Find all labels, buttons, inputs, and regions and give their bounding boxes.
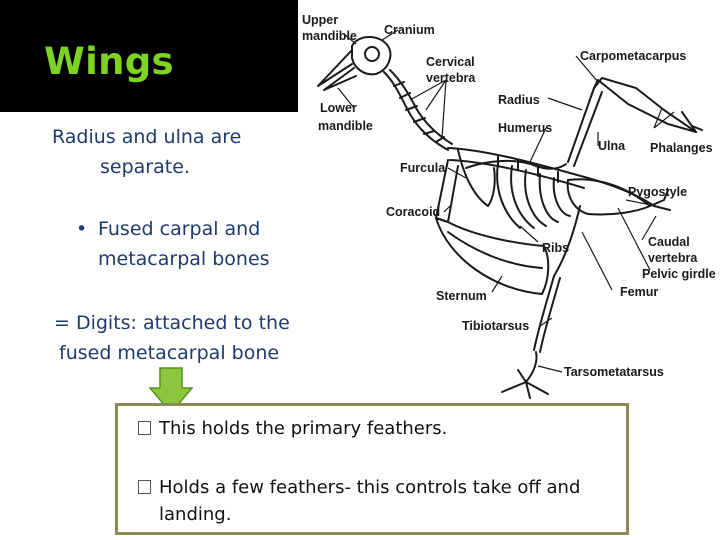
- callout-item1-text: This holds the primary feathers.: [159, 418, 448, 439]
- callout-item-primary: This holds the primary feathers.: [138, 415, 447, 442]
- digits-text: = Digits: attached to the fused metacarp…: [54, 308, 316, 368]
- label-humerus: Humerus: [498, 121, 552, 135]
- label-pygostyle: Pygostyle: [628, 185, 687, 199]
- label-cervical-1: Cervical: [426, 55, 475, 69]
- down-arrow-icon: [148, 367, 194, 415]
- label-cervical-2: vertebra: [426, 71, 476, 85]
- digits-line1: = Digits: attached to the: [54, 312, 290, 334]
- skeleton-drawing: [317, 36, 703, 399]
- label-ribs: Ribs: [542, 241, 569, 255]
- fused-bones-line1: Fused carpal and: [98, 218, 261, 240]
- label-upper-mandible-2: mandible: [302, 29, 357, 43]
- label-phalanges: Phalanges: [650, 141, 713, 155]
- label-upper-mandible-1: Upper: [302, 13, 338, 27]
- label-caudal-2: vertebra: [648, 251, 698, 265]
- label-carpometacarpus: Carpometacarpus: [580, 49, 686, 63]
- label-tarsometatarsus: Tarsometatarsus: [564, 365, 664, 379]
- diagram-labels: Upper mandible Cranium Cervical vertebra…: [302, 13, 716, 379]
- fused-bones-bullet: • Fused carpal and metacarpal bones: [76, 214, 306, 274]
- radius-ulna-line2: separate.: [100, 156, 190, 178]
- checkbox-glyph-icon: [138, 480, 151, 494]
- label-lower-mandible-1: Lower: [320, 101, 357, 115]
- leader-lines: [337, 29, 675, 373]
- label-sternum: Sternum: [436, 289, 487, 303]
- bullet-marker: •: [76, 218, 88, 240]
- callout-item2-line1: Holds a few feathers- this controls take…: [159, 477, 581, 498]
- label-ulna: Ulna: [598, 139, 626, 153]
- label-furcula: Furcula: [400, 161, 446, 175]
- label-pelvic-girdle: Pelvic girdle: [642, 267, 716, 281]
- label-radius: Radius: [498, 93, 540, 107]
- label-tibiotarsus: Tibiotarsus: [462, 319, 529, 333]
- label-lower-mandible-2: mandible: [318, 119, 373, 133]
- checkbox-glyph-icon: [138, 421, 151, 435]
- label-femur: Femur: [620, 285, 658, 299]
- bird-skeleton-diagram: Upper mandible Cranium Cervical vertebra…: [302, 13, 716, 399]
- radius-ulna-line1: Radius and ulna are: [52, 126, 242, 148]
- title-banner: Wings: [0, 0, 298, 112]
- label-coracoid: Coracoid: [386, 205, 440, 219]
- digits-line2: fused metacarpal bone: [59, 342, 280, 364]
- feathers-callout: This holds the primary feathers. Holds a…: [115, 403, 629, 535]
- slide-title: Wings: [44, 40, 174, 83]
- radius-ulna-text: Radius and ulna are separate.: [52, 122, 292, 182]
- label-caudal-1: Caudal: [648, 235, 690, 249]
- label-cranium: Cranium: [384, 23, 435, 37]
- callout-item2-line2: landing.: [159, 504, 232, 525]
- callout-item-takeoff: Holds a few feathers- this controls take…: [138, 474, 618, 528]
- fused-bones-line2: metacarpal bones: [98, 248, 270, 270]
